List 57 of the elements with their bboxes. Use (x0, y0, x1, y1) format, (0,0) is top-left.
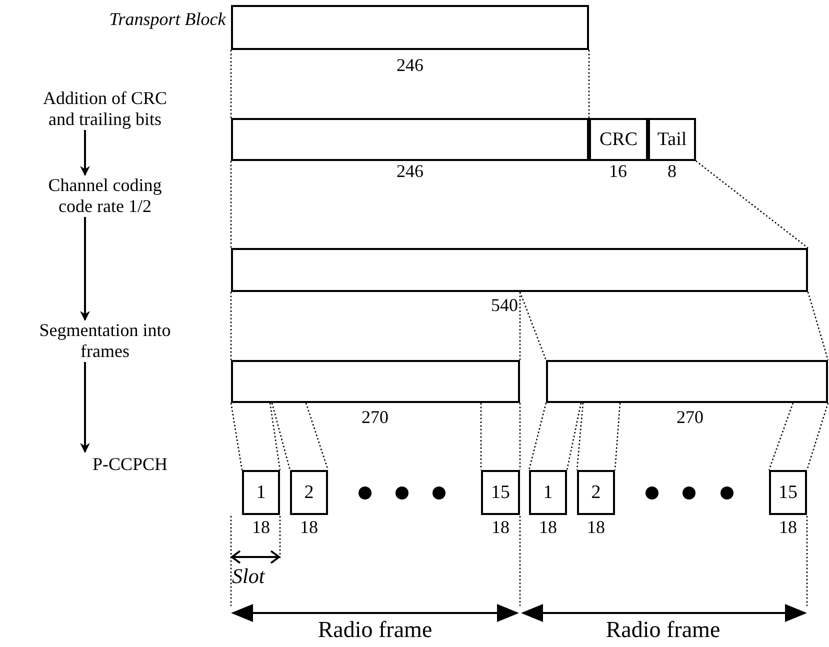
projection-line (566, 402, 582, 470)
bit-count: 246 (396, 56, 424, 74)
bit-count: 8 (668, 162, 676, 180)
arrow (80, 130, 90, 176)
bit-count: 18 (779, 518, 797, 536)
projection-line (230, 50, 232, 118)
projection-line (519, 292, 521, 360)
step-label: Transport Block (105, 6, 230, 32)
bit-count: 270 (362, 408, 388, 426)
projection-line (807, 292, 829, 360)
field-box: 15 (769, 470, 807, 515)
projection-line (519, 292, 547, 360)
projection-line (768, 402, 794, 470)
field-box: 2 (577, 470, 615, 515)
projection-line (806, 402, 829, 470)
bit-count: 16 (609, 162, 627, 180)
bit-count: 18 (539, 518, 557, 536)
bit-count: 18 (300, 518, 318, 536)
arrow (80, 217, 90, 321)
field-box: 1 (242, 470, 280, 515)
bit-count: 18 (587, 518, 605, 536)
step-label: Channel coding code rate 1/2 (37, 175, 173, 217)
arrow (80, 362, 90, 453)
dimension-label: Radio frame (606, 618, 720, 641)
projection-line (305, 402, 329, 470)
field-box: CRC (589, 118, 648, 161)
projection-line (230, 292, 232, 360)
field-box: 15 (481, 470, 520, 515)
dimension-label: Slot (232, 566, 265, 587)
dimension-label: Radio frame (318, 618, 432, 641)
projection-line (480, 403, 482, 470)
projection-line (230, 402, 243, 470)
projection-line (271, 402, 291, 470)
bit-count: 540 (491, 296, 518, 314)
bit-block (231, 118, 589, 161)
projection-line (576, 402, 584, 470)
projection-line (696, 160, 808, 249)
projection-line (614, 402, 621, 470)
step-label: P-CCPCH (70, 452, 190, 476)
bit-count: 270 (676, 408, 704, 426)
bit-count: 246 (396, 162, 424, 180)
bit-count: 18 (252, 518, 270, 536)
step-label: Segmentation into frames (37, 320, 173, 362)
bit-count: 18 (492, 518, 510, 536)
bit-block (231, 248, 808, 292)
field-box: Tail (648, 118, 696, 161)
projection-line (528, 402, 547, 470)
projection-line (230, 161, 232, 248)
bit-block (546, 360, 828, 403)
field-box: 2 (290, 470, 328, 515)
field-box: 1 (529, 470, 567, 515)
bit-block (231, 360, 520, 403)
step-label: Addition of CRC and trailing bits (37, 88, 173, 130)
projection-line (269, 402, 281, 470)
projection-line (588, 50, 590, 118)
projection-line (519, 403, 521, 470)
bit-block (231, 5, 589, 50)
